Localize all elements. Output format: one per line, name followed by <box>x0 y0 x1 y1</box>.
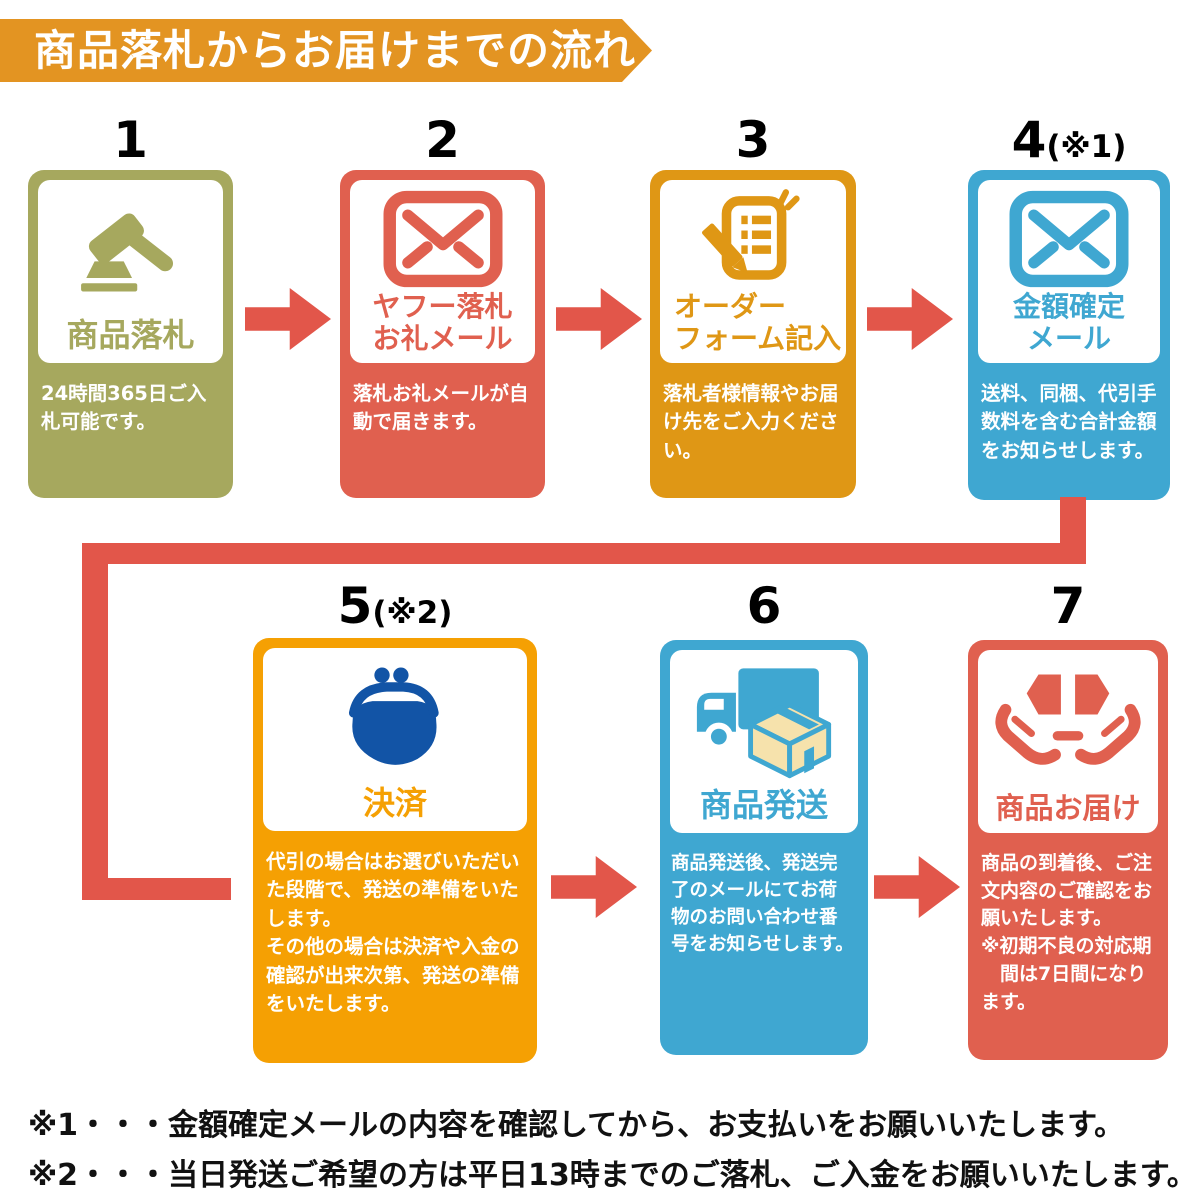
step-description: 落札お礼メールが自 動で届きます。 <box>353 382 529 434</box>
step-card-shipping: 商品発送 商品発送後、発送完 了のメールにてお荷 物のお問い合わせ番 号をお知ら… <box>660 640 868 1055</box>
step-description: 商品の到着後、ご注 文内容のご確認をお 願いたします。 ※初期不良の対応期 間は… <box>981 852 1153 1013</box>
step-panel: オーダー フォーム記入 <box>660 180 846 363</box>
order-form-icon <box>702 188 800 280</box>
step-number-value: 6 <box>746 577 782 635</box>
delivery-hands-icon <box>995 669 1141 765</box>
step-label: 決済 <box>362 784 427 823</box>
flow-arrow-right-icon <box>245 288 331 350</box>
step-label: 商品落札 <box>66 316 195 355</box>
step-card-payment: 決済 代引の場合はお選びいただい た段階で、発送の準備をいた します。 その他の… <box>253 638 537 1063</box>
step-card-price-mail: 金額確定 メール 送料、同梱、代引手 数料を含む合計金額 をお知らせします。 <box>968 170 1170 500</box>
step-icon-area <box>1005 180 1133 291</box>
step-panel: ヤフー落札 お礼メール <box>350 180 535 363</box>
step-number-3: 3 <box>650 112 856 168</box>
flow-connector-bottom-segment <box>82 878 231 900</box>
step-label: 商品発送 <box>699 786 828 825</box>
step-number-value: 7 <box>1050 577 1086 635</box>
title-banner: 商品落札からお届けまでの流れ <box>0 19 652 82</box>
step-icon-area <box>379 180 507 291</box>
step-panel: 商品発送 <box>670 650 858 833</box>
mail-icon <box>383 190 502 287</box>
step-panel: 金額確定 メール <box>978 180 1160 363</box>
footnote-1: ※1・・・金額確定メールの内容を確認してから、お支払いをお願いいたします。 <box>28 1108 1125 1143</box>
step-label: 商品お届け <box>995 790 1141 825</box>
footnote-2: ※2・・・当日発送ご希望の方は平日13時までのご落札、ご入金をお願いいたします。 <box>28 1158 1197 1193</box>
step-label: 金額確定 メール <box>1012 290 1125 355</box>
flow-connector-horizontal-segment <box>82 543 1086 564</box>
flow-connector-vertical-segment <box>82 543 108 900</box>
page-title: 商品落札からお届けまでの流れ <box>34 26 637 75</box>
step-number-1: 1 <box>28 112 233 168</box>
step-panel: 商品落札 <box>38 180 223 363</box>
step-number-2: 2 <box>340 112 545 168</box>
step-card-auction: 商品落札 24時間365日ご入 札可能です。 <box>28 170 233 498</box>
step-number-value: 4 <box>1011 111 1047 169</box>
step-label: オーダー フォーム記入 <box>674 290 842 355</box>
step-card-thankyou-mail: ヤフー落札 お礼メール 落札お礼メールが自 動で届きます。 <box>340 170 545 498</box>
step-panel: 決済 <box>263 648 527 831</box>
step-description: 商品発送後、発送完 了のメールにてお荷 物のお問い合わせ番 号をお知らせします。 <box>671 853 854 955</box>
step-card-delivery: 商品お届け 商品の到着後、ご注 文内容のご確認をお 願いたします。 ※初期不良の… <box>968 640 1168 1060</box>
step-number-4: 4(※1) <box>968 112 1170 168</box>
step-number-note: (※1) <box>1046 129 1127 165</box>
step-description: 代引の場合はお選びいただい た段階で、発送の準備をいた します。 その他の場合は… <box>266 850 520 1016</box>
flow-arrow-right-icon <box>867 288 953 350</box>
step-icon-area <box>676 650 852 788</box>
step-number-value: 2 <box>425 111 460 169</box>
step-icon-area <box>694 180 812 291</box>
step-number-note: (※2) <box>372 595 453 631</box>
step-icon-area <box>986 650 1150 792</box>
step-description: 送料、同梱、代引手 数料を含む合計金額 をお知らせします。 <box>981 382 1157 462</box>
step-number-value: 5 <box>337 577 373 635</box>
flow-arrow-right-icon <box>551 856 637 918</box>
step-description: 落札者様情報やお届 け先をご入力くださ い。 <box>663 382 839 462</box>
step-panel: 商品お届け <box>978 650 1158 833</box>
flow-arrow-right-icon <box>874 856 960 918</box>
truck-icon <box>696 668 832 779</box>
mail-icon <box>1009 190 1129 287</box>
step-label: ヤフー落札 お礼メール <box>372 290 513 355</box>
step-number-6: 6 <box>660 578 868 634</box>
purse-icon <box>348 667 439 765</box>
gavel-icon <box>80 213 173 292</box>
step-card-order-form: オーダー フォーム記入 落札者様情報やお届 け先をご入力くださ い。 <box>650 170 856 498</box>
step-description: 24時間365日ご入 札可能です。 <box>41 382 207 434</box>
step-number-value: 3 <box>735 111 771 169</box>
step-icon-area <box>330 648 460 786</box>
step-number-7: 7 <box>968 578 1168 634</box>
flow-arrow-right-icon <box>556 288 642 350</box>
step-number-value: 1 <box>113 111 148 169</box>
step-icon-area <box>70 180 192 318</box>
step-number-5: 5(※2) <box>253 578 537 634</box>
